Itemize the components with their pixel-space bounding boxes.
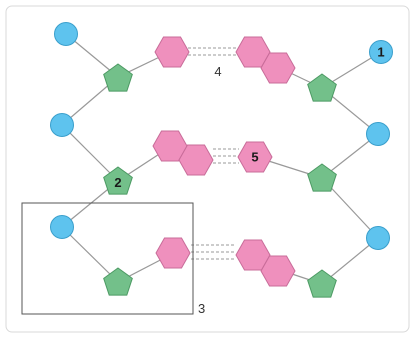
hydrogen-bonds (188, 47, 239, 260)
nucleotide-box (21, 202, 194, 315)
phosphate-right-2 (366, 122, 390, 146)
label-phosphate-1: 1 (377, 45, 384, 60)
phosphate-groups (50, 22, 393, 250)
phosphate-left-1 (54, 22, 78, 46)
label-box-3: 3 (198, 301, 205, 316)
phosphate-left-2 (50, 113, 74, 137)
phosphate-left-3 (50, 215, 74, 239)
label-base-5: 5 (251, 150, 258, 165)
label-sugar-2: 2 (114, 175, 121, 190)
phosphate-right-3 (366, 226, 390, 250)
phosphate-right-1 (369, 40, 393, 64)
label-bond-4: 4 (214, 64, 221, 79)
